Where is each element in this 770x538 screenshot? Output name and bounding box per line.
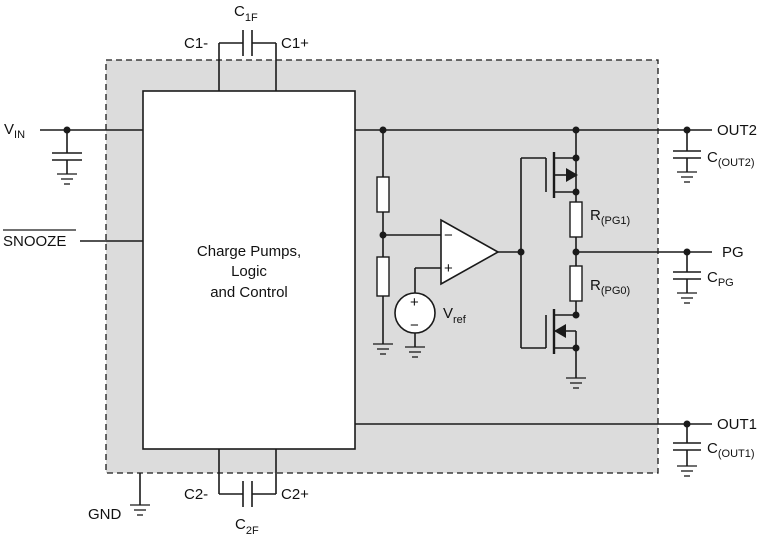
c1f-label: C1F (234, 3, 258, 24)
c2-plus-label: C2+ (281, 486, 309, 503)
rpg0-label: R(PG0) (590, 277, 630, 297)
vin-input-net (40, 126, 143, 185)
c2f-label: C2F (235, 516, 259, 537)
pg-label: PG (722, 244, 744, 261)
vref-minus-sign: − (410, 317, 419, 334)
cout2-label: C(OUT2) (707, 149, 755, 169)
gate-drive-net (520, 157, 546, 349)
c1-minus-label: C1- (184, 35, 208, 52)
rpg1-label: R(PG1) (590, 207, 630, 227)
block-label-line1: Charge Pumps, (197, 243, 301, 260)
rpg1-resistor (569, 201, 583, 238)
upper-mosfet (545, 130, 580, 202)
charge-pump-block (142, 90, 356, 450)
c2-minus-label: C2- (184, 486, 208, 503)
c1-plus-label: C1+ (281, 35, 309, 52)
feedback-divider (373, 130, 441, 355)
snooze-label: SNOOZE (3, 233, 66, 250)
out1-label: OUT1 (717, 416, 757, 433)
out2-label: OUT2 (717, 122, 757, 139)
vref-plus-sign: + (410, 294, 419, 311)
opamp-minus-sign: − (444, 227, 453, 244)
vref-source (394, 268, 436, 358)
vin-label: VIN (4, 121, 25, 141)
block-label-line3: and Control (210, 284, 288, 301)
lower-mosfet (545, 301, 586, 389)
cout1-label: C(OUT1) (707, 440, 755, 460)
pg-output-net (572, 237, 712, 304)
cpg-label: CPG (707, 269, 734, 289)
vref-label: Vref (443, 305, 467, 326)
c2f-capacitor (218, 449, 277, 507)
block-label-line2: Logic (231, 263, 267, 280)
opamp-plus-sign: + (444, 260, 453, 277)
gnd-label: GND (88, 506, 122, 523)
c1f-capacitor (218, 30, 277, 91)
gnd-symbol (130, 473, 150, 516)
comparator (415, 218, 525, 286)
out1-rail (355, 420, 712, 477)
rpg0-resistor (569, 265, 583, 302)
